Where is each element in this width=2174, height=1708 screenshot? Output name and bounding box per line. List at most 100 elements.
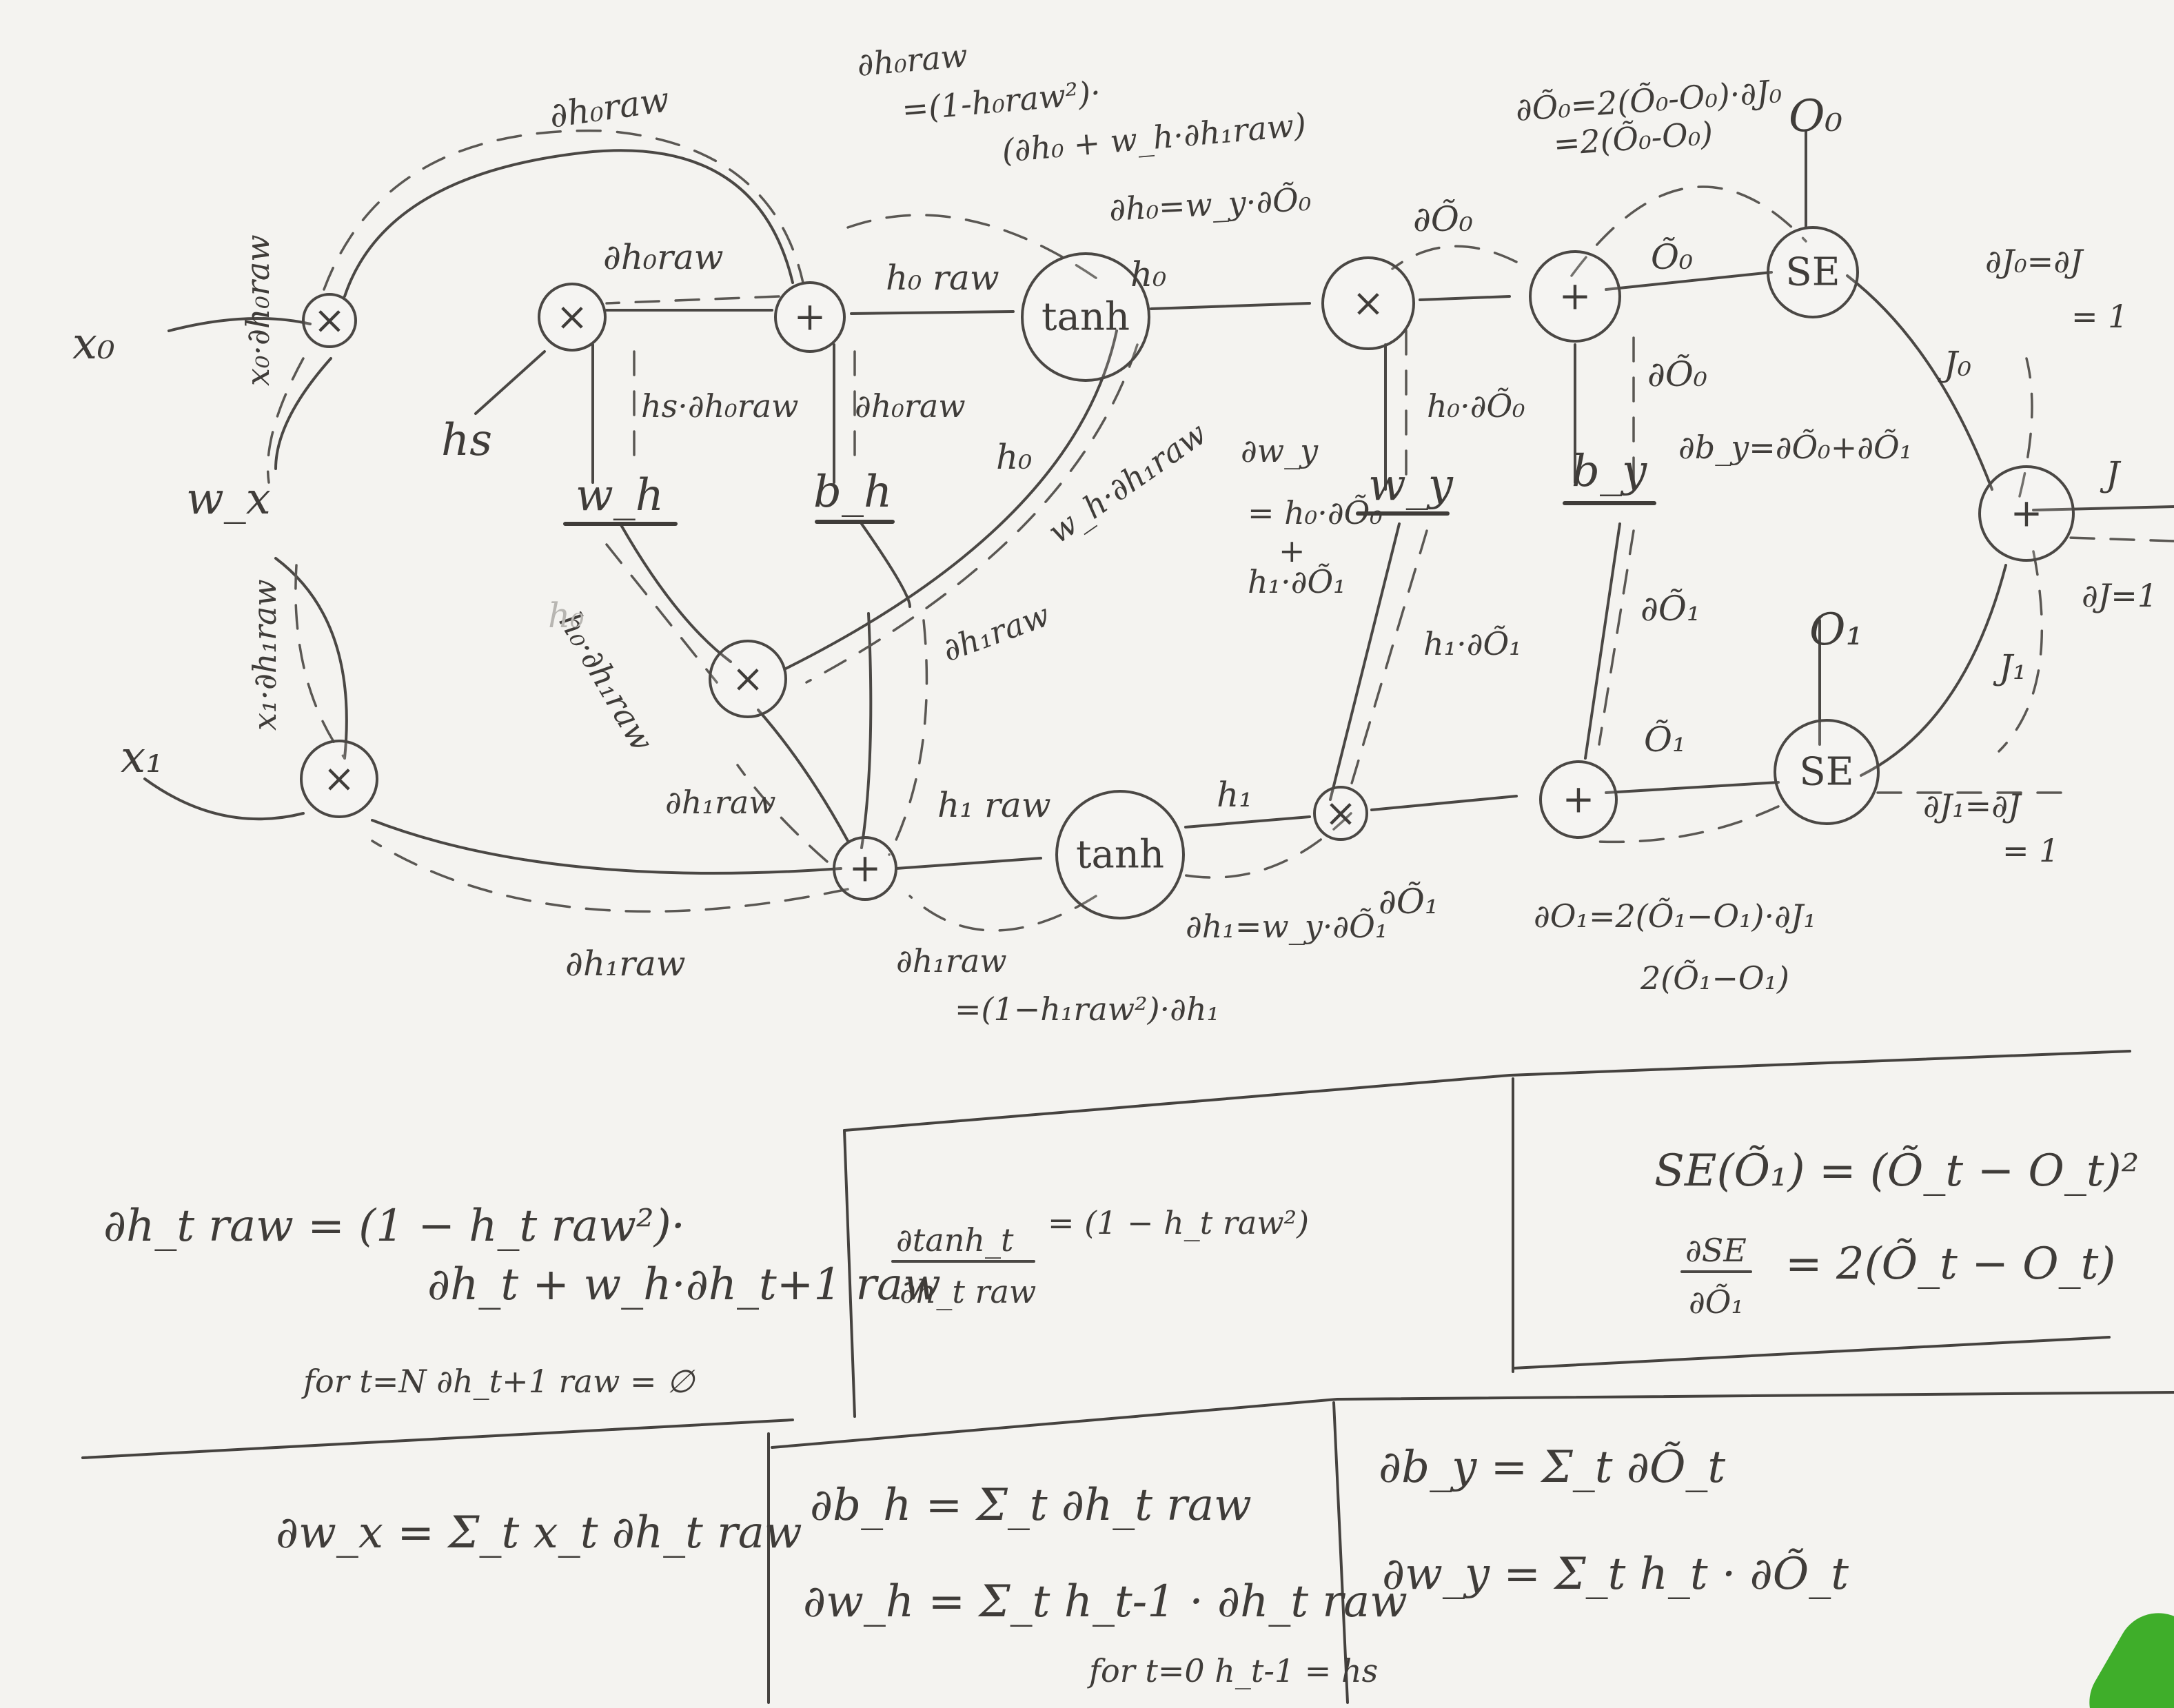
label-dJ1-val: = 1 (2002, 832, 2059, 869)
label-dJ0: ∂J₀=∂J (1985, 243, 2084, 280)
node-mul-x0: × (302, 293, 357, 348)
label-dh1raw-formula-2: =(1−h₁raw²)·∂h₁ (955, 990, 1219, 1028)
param-b_h: b_h (813, 467, 892, 518)
label-h0-faint: h₀ (548, 596, 584, 636)
summary-equations: ∂h_t raw = (1 − h_t raw²)· ∂h_t + w_h·∂h… (103, 1144, 2139, 1689)
se-deriv-denominator: ∂Õ₁ (1689, 1283, 1744, 1321)
label-dh1raw-formula-1: ∂h₁raw (896, 942, 1007, 979)
sum-dw_y: ∂w_y = Σ_t h_t · ∂Õ_t (1382, 1547, 1849, 1600)
mul-wy0-symbol: × (1352, 281, 1385, 326)
sum-dw_h: ∂w_h = Σ_t h_t-1 · ∂h_t raw (803, 1576, 1408, 1627)
mul-x1-symbol: × (323, 757, 356, 802)
sum-dw_h-note: for t=0 h_t-1 = hs (1087, 1652, 1378, 1689)
se-1-symbol: SE (1799, 750, 1853, 795)
label-dwy-1: ∂w_y (1241, 432, 1319, 469)
node-se-1: SE (1774, 719, 1880, 825)
mul-wy1-symbol: × (1325, 791, 1357, 836)
sum-db_y: ∂b_y = Σ_t ∂Õ_t (1379, 1441, 1725, 1493)
se-0-symbol: SE (1785, 250, 1840, 295)
mul-hs-symbol: × (556, 295, 589, 340)
recurrence-line-3: for t=N ∂h_t+1 raw = ∅ (301, 1363, 695, 1400)
add-h1-symbol: + (849, 846, 882, 891)
param-bars (563, 501, 1656, 526)
sum-db_h: ∂b_h = Σ_t ∂h_t raw (810, 1480, 1252, 1531)
input-O0: O₀ (1789, 91, 1842, 142)
input-hs: hs (441, 415, 492, 466)
label-dh1raw-left: ∂h₁raw (665, 784, 776, 821)
label-hs-dh0raw: hs·∂h₀raw (641, 387, 799, 425)
add-J-symbol: + (2011, 491, 2043, 536)
node-mul-wy1: × (1313, 786, 1368, 841)
label-dby-eq: ∂b_y=∂Õ₀+∂Õ₁ (1678, 429, 1912, 466)
input-labels: x₀ x₁ hs O₀ O₁ (72, 91, 1863, 783)
marker-cap (2089, 1613, 2174, 1708)
label-dh1raw-bottom: ∂h₁raw (565, 944, 686, 984)
label-J1: J₁ (1993, 647, 2026, 687)
recurrence-line-1: ∂h_t raw = (1 − h_t raw²)· (103, 1201, 685, 1252)
label-dJ1: ∂J₁=∂J (1923, 787, 2022, 824)
label-dh1-eq: ∂h₁=w_y·∂Õ₁ (1186, 908, 1388, 945)
node-add-h0: + (774, 281, 846, 353)
node-add-J: + (1978, 465, 2075, 562)
label-dO0-right: ∂Õ₀ (1647, 354, 1707, 394)
label-dO1-formula-1: ∂O₁=2(Õ₁−O₁)·∂J₁ (1534, 897, 1816, 935)
tanh-deriv-rhs: = (1 − h_t raw²) (1048, 1204, 1309, 1241)
recurrence-line-2: ∂h_t + w_h·∂h_t+1 raw (427, 1259, 941, 1310)
label-h0-diag: h₀ (996, 437, 1032, 477)
add-o1-symbol: + (1563, 777, 1595, 822)
label-dwy-4: h₁·∂Õ₁ (1248, 563, 1346, 600)
label-h1raw-fwd: h₁ raw (937, 785, 1051, 825)
label-h0raw-fwd: h₀ raw (886, 258, 999, 298)
param-w_y: w_y (1368, 460, 1454, 511)
label-dwy-3: + (1279, 532, 1306, 569)
param-w_h: w_h (576, 470, 664, 521)
se-deriv-rhs: = 2(Õ_t − O_t) (1785, 1237, 2115, 1290)
node-add-o1: + (1539, 760, 1618, 839)
node-mul-x1: × (300, 740, 378, 818)
node-mul-wy0: × (1321, 256, 1415, 350)
node-tanh-0: tanh (1021, 252, 1150, 382)
summary-dividers (81, 1050, 2174, 1704)
mul-x0-symbol: × (314, 298, 346, 343)
label-J0: J₀ (1938, 344, 1971, 384)
forward-edges (143, 130, 2174, 875)
label-O0-tilde: Õ₀ (1651, 236, 1693, 277)
label-h0-out: h₀ (1130, 254, 1166, 294)
add-o0-symbol: + (1559, 274, 1592, 319)
add-h0-symbol: + (794, 295, 826, 340)
label-h1-out: h₁ (1217, 775, 1252, 815)
input-x0: x₀ (72, 318, 115, 369)
label-dO1-mid: ∂Õ₁ (1640, 588, 1700, 629)
label-h1-dO1: h₁·∂Õ₁ (1423, 625, 1522, 662)
tanh-1-symbol: tanh (1076, 833, 1164, 877)
label-dO0-top: ∂Õ₀ (1413, 199, 1473, 239)
node-add-o0: + (1529, 250, 1621, 343)
node-mul-hs: × (538, 283, 607, 352)
sum-dw_x: ∂w_x = Σ_t x_t ∂h_t raw (276, 1507, 802, 1558)
label-dO1-formula-2: 2(Õ₁−O₁) (1640, 959, 1789, 997)
computation-nodes: × × + tanh × + SE + (300, 226, 2075, 919)
label-h0-dO0: h₀·∂Õ₀ (1427, 387, 1525, 425)
param-w_x: w_x (186, 474, 271, 525)
tanh-deriv-denominator: ∂h_t raw (900, 1273, 1036, 1310)
label-x0-dh0raw: x₀·∂h₀raw (239, 234, 276, 386)
backward-edges (266, 129, 2174, 932)
label-h0raw-back: ∂h₀raw (603, 237, 724, 277)
tanh-0-symbol: tanh (1042, 295, 1130, 340)
label-dJ0-val: = 1 (2071, 298, 2128, 335)
label-dO1-low: ∂Õ₁ (1379, 881, 1439, 922)
node-se-0: SE (1767, 226, 1859, 318)
param-labels: w_x w_h b_h w_y b_y (186, 446, 1647, 525)
node-mul-h0: × (709, 640, 787, 718)
node-add-h1: + (833, 836, 897, 901)
label-dh0raw-b: ∂h₀raw (855, 387, 966, 425)
param-b_y: b_y (1572, 446, 1647, 497)
label-dwy-2: = h₀·∂Õ₀ (1248, 494, 1383, 531)
input-x1: x₁ (121, 732, 163, 783)
edge-labels: ∂h₀raw ∂h₀raw =(1-h₀raw²)· (∂h₀ + w_h·∂h… (239, 37, 2157, 1028)
se-definition: SE(Õ₁) = (Õ_t − O_t)² (1654, 1144, 2139, 1197)
label-dJ: ∂J=1 (2082, 577, 2157, 614)
node-tanh-1: tanh (1055, 790, 1185, 919)
se-deriv-numerator: ∂SE (1685, 1232, 1747, 1269)
